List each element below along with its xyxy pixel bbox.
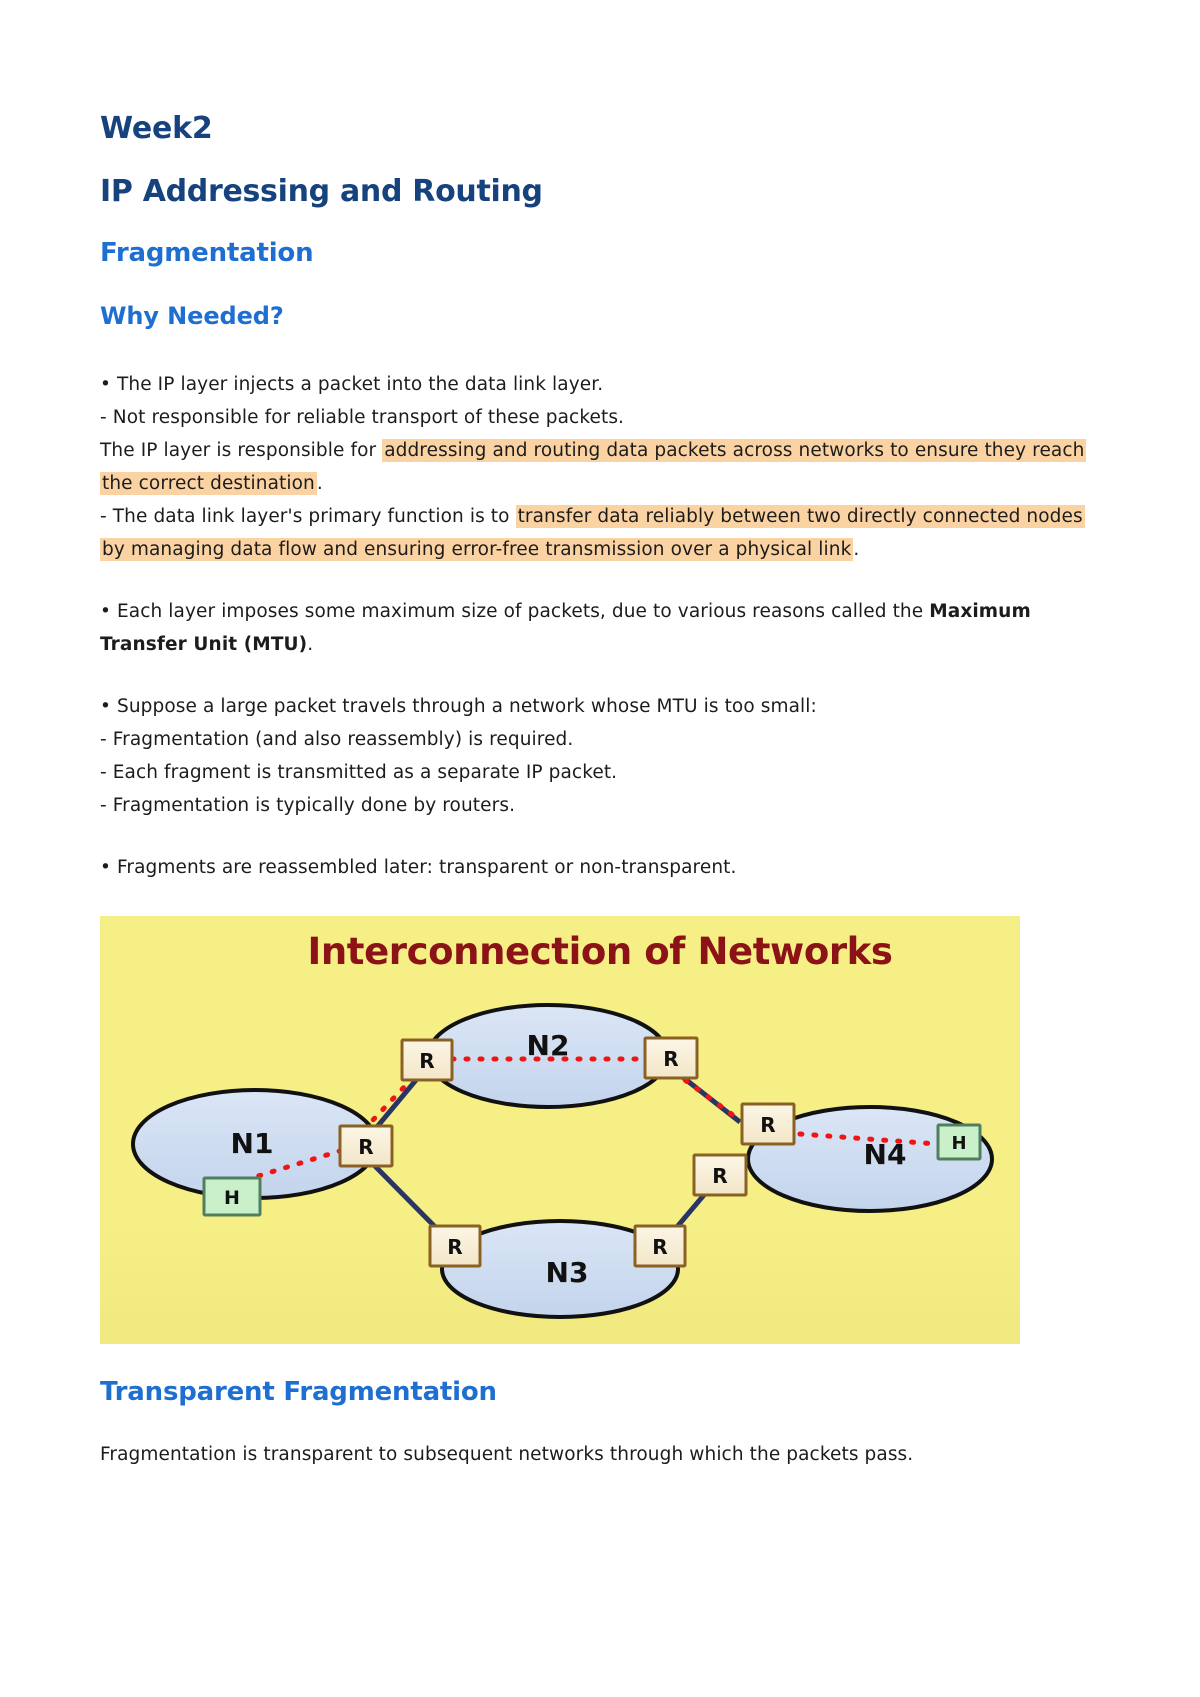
- host-n4: H: [936, 1123, 982, 1161]
- router-n2-right-box: [643, 1036, 699, 1080]
- router-n4-topleft-box: [740, 1102, 796, 1146]
- paragraph-block-4: • Fragments are reassembled later: trans…: [100, 851, 1100, 884]
- network-label-n1: N1: [231, 1127, 274, 1160]
- paragraph-block-3: • Suppose a large packet travels through…: [100, 690, 1100, 822]
- ip-layer-responsible-suffix: .: [316, 473, 323, 495]
- router-n1-right-box: [338, 1124, 394, 1168]
- router-label-n2-right: R: [663, 1047, 678, 1071]
- paragraph-block-2-mtu: • Each layer imposes some maximum size o…: [100, 595, 1100, 661]
- host-label-n4: H: [951, 1133, 966, 1154]
- router-n3-left-box: [428, 1224, 482, 1268]
- router-n4-topleft: R: [740, 1102, 796, 1146]
- page-title: Week2: [100, 111, 213, 146]
- dash-fragmentation-required: - Fragmentation (and also reassembly) is…: [100, 729, 574, 751]
- dash-each-fragment: - Each fragment is transmitted as a sepa…: [100, 762, 618, 784]
- network-topology-diagram: N1 N2 N3 N4 H: [131, 1003, 994, 1320]
- dash-not-responsible: - Not responsible for reliable transport…: [100, 407, 625, 429]
- network-label-n3: N3: [546, 1256, 589, 1289]
- section-heading-transparent-fragmentation: Transparent Fragmentation: [100, 1377, 497, 1408]
- host-n1: H: [202, 1176, 262, 1217]
- router-label-n2-left: R: [419, 1049, 434, 1073]
- router-n3-right: R: [633, 1224, 687, 1268]
- paragraph-block-1: • The IP layer injects a packet into the…: [100, 368, 1100, 566]
- router-label-n4-topleft: R: [760, 1113, 775, 1137]
- figure-interconnection-of-networks: Interconnection of Networks: [100, 916, 1020, 1345]
- mtu-prefix: • Each layer imposes some maximum size o…: [100, 601, 930, 623]
- router-n3-right-box: [633, 1224, 687, 1268]
- network-cloud-n4: [746, 1105, 994, 1214]
- bullet-ip-layer-injects: • The IP layer injects a packet into the…: [100, 374, 604, 396]
- router-n3-left: R: [428, 1224, 482, 1268]
- bullet-large-packet: • Suppose a large packet travels through…: [100, 696, 817, 718]
- document-subtitle: IP Addressing and Routing: [100, 173, 543, 209]
- ip-layer-responsible-prefix: The IP layer is responsible for: [100, 440, 383, 462]
- sub-heading-why-needed: Why Needed?: [100, 301, 284, 330]
- dash-fragmentation-routers: - Fragmentation is typically done by rou…: [100, 795, 516, 817]
- router-n4-bottomleft: R: [692, 1153, 748, 1197]
- mtu-term: Maximum Transfer Unit (MTU): [100, 601, 1031, 656]
- closing-paragraph: Fragmentation is transparent to subseque…: [100, 1444, 914, 1466]
- router-n2-left: R: [400, 1038, 454, 1082]
- ip-layer-responsible-line: The IP layer is responsible for addressi…: [100, 434, 1100, 500]
- router-n2-left-box: [400, 1038, 454, 1082]
- host-n1-box: [202, 1176, 262, 1217]
- router-label-n1-right: R: [358, 1135, 373, 1159]
- network-cloud-n3: [440, 1219, 680, 1320]
- data-link-layer-line: - The data link layer's primary function…: [100, 500, 1100, 566]
- network-label-n2: N2: [527, 1029, 570, 1062]
- figure-title: Interconnection of Networks: [307, 930, 893, 974]
- router-n1-right: R: [338, 1124, 394, 1168]
- host-label-n1: H: [224, 1187, 240, 1209]
- data-link-layer-suffix: .: [853, 539, 860, 561]
- bullet-reassembled-later: • Fragments are reassembled later: trans…: [100, 857, 737, 879]
- data-link-layer-prefix: - The data link layer's primary function…: [100, 506, 516, 528]
- host-n4-box: [936, 1123, 982, 1161]
- section-heading-fragmentation: Fragmentation: [100, 238, 314, 268]
- router-label-n4-bottomleft: R: [712, 1164, 727, 1188]
- router-label-n3-right: R: [652, 1235, 667, 1259]
- router-label-n3-left: R: [447, 1235, 462, 1259]
- router-n2-right: R: [643, 1036, 699, 1080]
- mtu-suffix: .: [307, 634, 314, 656]
- router-n4-bottomleft-box: [692, 1153, 748, 1197]
